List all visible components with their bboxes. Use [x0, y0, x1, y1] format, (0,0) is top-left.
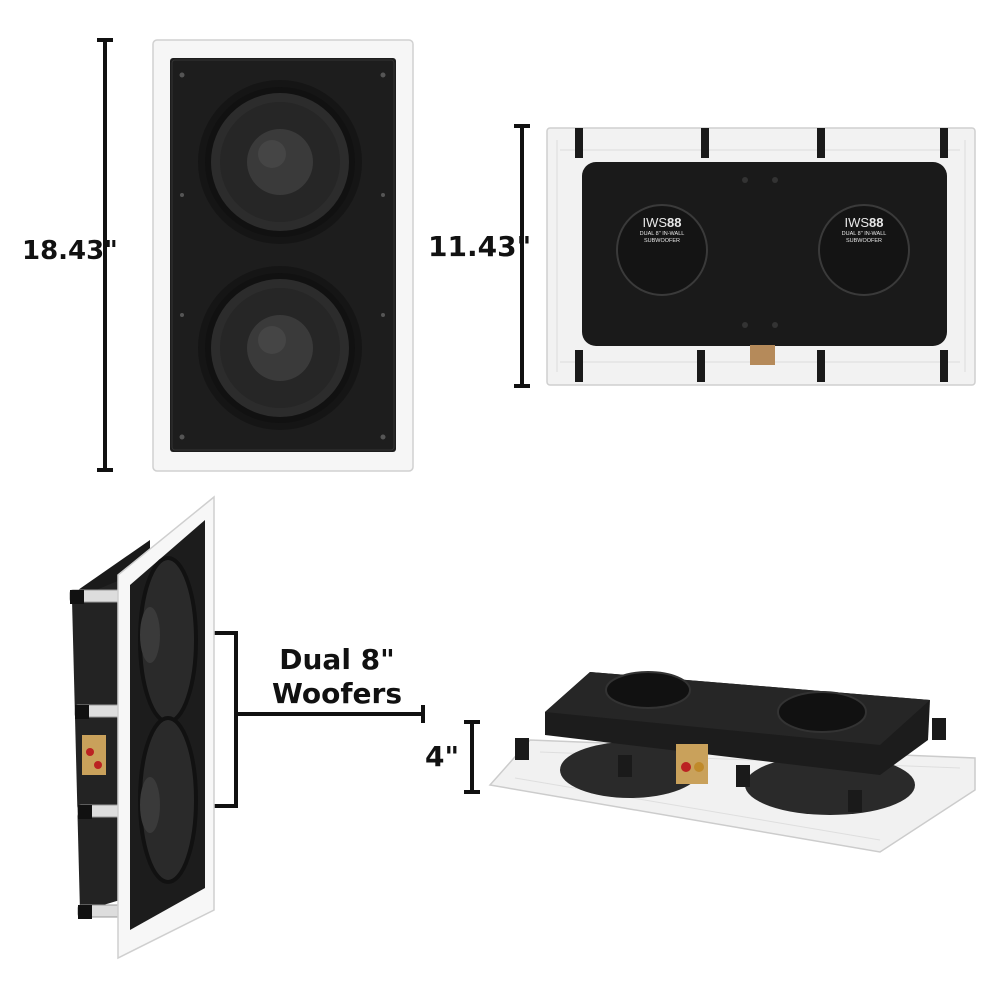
badge-model-number: 88 [667, 215, 682, 230]
width-dimension-line [514, 124, 530, 388]
width-label: 11.43" [428, 230, 532, 263]
badge-model-prefix: IWS [844, 215, 870, 230]
badge-line1: DUAL 8" IN-WALL [841, 231, 887, 237]
badge-line2: SUBWOOFER [845, 238, 883, 244]
badge-model-prefix: IWS [642, 215, 668, 230]
height-label: 18.43" [22, 236, 118, 266]
woofer-callout-line2: Woofers [271, 677, 402, 710]
mounting-clamps [575, 128, 948, 382]
badge-right: IWS88 DUAL 8" IN-WALL SUBWOOFER [824, 216, 904, 245]
left-magnet-label [616, 204, 708, 296]
height-dimension-line [97, 38, 113, 472]
woofer-callout: Dual 8" Woofers [262, 643, 412, 711]
depth-label: 4" [425, 740, 460, 773]
badge-line1: DUAL 8" IN-WALL [639, 231, 685, 237]
lower-woofer [198, 266, 362, 430]
badge-line2: SUBWOOFER [643, 238, 681, 244]
woofer-callout-line1: Dual 8" [279, 643, 395, 676]
depth-dimension-line [464, 720, 480, 794]
badge-model-number: 88 [869, 215, 884, 230]
upper-woofer [198, 80, 362, 244]
badge-left: IWS88 DUAL 8" IN-WALL SUBWOOFER [622, 216, 702, 245]
right-magnet-label [818, 204, 910, 296]
